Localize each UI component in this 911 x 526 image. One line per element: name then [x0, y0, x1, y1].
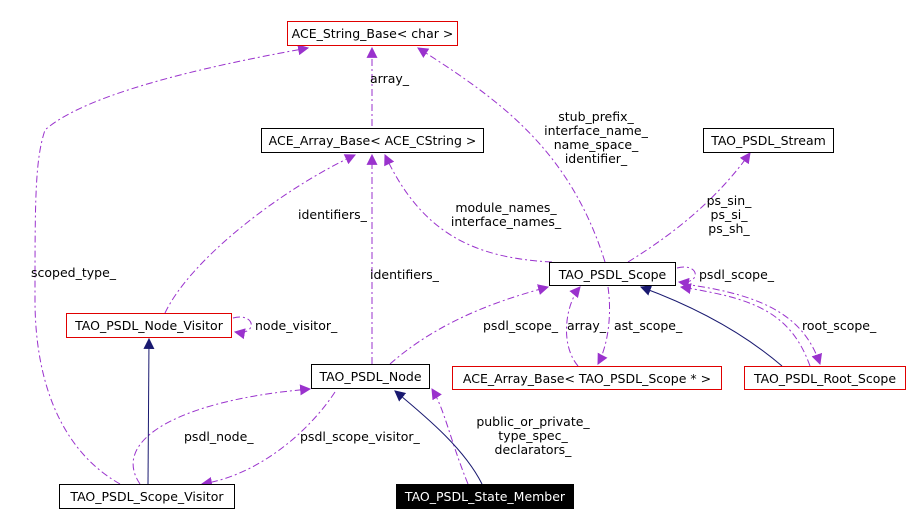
edge-scope-array-to-scope [566, 286, 581, 367]
node-ace-array-base-scope-ptr-label: ACE_Array_Base< TAO_PSDL_Scope * > [462, 370, 712, 386]
node-tao-psdl-state-member-label: TAO_PSDL_State_Member [404, 489, 566, 504]
label-type-spec: type_spec_ [498, 428, 568, 443]
label-scoped-type: scoped_type_ [31, 265, 117, 280]
label-stub-prefix: stub_prefix_ [558, 109, 634, 124]
label-state-member-fields-group: public_or_private_ type_spec_ declarator… [471, 415, 595, 457]
label-declarators: declarators_ [494, 442, 572, 457]
label-psdl-scope-self: psdl_scope_ [699, 267, 775, 282]
edge-node-visitor-to-cstring-array [164, 154, 356, 314]
inherit-root-scope-scope [639, 285, 783, 367]
edge-scope-to-cstring-array [384, 154, 553, 263]
label-node-visitor: node_visitor_ [255, 318, 338, 333]
node-tao-psdl-stream-label: TAO_PSDL_Stream [711, 133, 826, 148]
label-identifiers-mid: identifiers_ [370, 267, 439, 282]
edge-scope-to-stream [627, 152, 751, 263]
label-public-or-private: public_or_private_ [476, 414, 590, 429]
label-interface-name: interface_name_ [544, 123, 648, 138]
label-identifier: identifier_ [564, 151, 628, 166]
label-psdl-scope-visitor: psdl_scope_visitor_ [300, 429, 420, 444]
label-ps-sh: ps_sh_ [708, 221, 750, 236]
label-array: array_ [370, 71, 410, 86]
label-ast-scope: ast_scope_ [614, 318, 683, 333]
node-ace-string-base-label: ACE_String_Base< char > [291, 26, 454, 41]
node-tao-psdl-node-visitor-label: TAO_PSDL_Node_Visitor [75, 318, 223, 333]
node-tao-psdl-root-scope[interactable]: TAO_PSDL_Root_Scope [744, 366, 906, 390]
node-ace-string-base[interactable]: ACE_String_Base< char > [287, 21, 458, 46]
edge-scope-to-scope-array [597, 286, 611, 365]
node-tao-psdl-scope-visitor-label: TAO_PSDL_Scope_Visitor [70, 489, 224, 504]
node-tao-psdl-node-label: TAO_PSDL_Node [319, 369, 422, 384]
label-psdl-node: psdl_node_ [184, 429, 254, 444]
node-ace-array-base-cstring[interactable]: ACE_Array_Base< ACE_CString > [261, 128, 484, 153]
label-stub-prefix-group: stub_prefix_ interface_name_ name_space_… [538, 110, 654, 166]
inherit-state-member-node [394, 390, 483, 485]
edge-scope-self-loop [676, 266, 696, 289]
label-interface-names: interface_names_ [450, 214, 562, 229]
edge-node-to-scope [389, 284, 550, 365]
label-array-scope: array_ [567, 318, 607, 333]
label-ps-si: ps_si_ [710, 207, 748, 222]
label-identifiers-left: identifiers_ [298, 207, 367, 222]
node-tao-psdl-state-member[interactable]: TAO_PSDL_State_Member [396, 484, 574, 509]
label-name-space: name_space_ [553, 137, 639, 152]
node-tao-psdl-node[interactable]: TAO_PSDL_Node [311, 364, 430, 389]
edge-scope-to-root [682, 283, 823, 366]
inherit-scope-visitor-node-visitor [143, 337, 155, 485]
edge-node-visitor-self-loop [232, 316, 252, 340]
node-tao-psdl-scope-visitor[interactable]: TAO_PSDL_Scope_Visitor [59, 484, 235, 509]
label-module-names-group: module_names_ interface_names_ [448, 201, 564, 229]
node-tao-psdl-scope[interactable]: TAO_PSDL_Scope [549, 262, 676, 286]
edge-state-member-to-node [431, 388, 469, 485]
node-tao-psdl-node-visitor[interactable]: TAO_PSDL_Node_Visitor [66, 313, 232, 338]
label-module-names: module_names_ [455, 200, 557, 215]
node-tao-psdl-root-scope-label: TAO_PSDL_Root_Scope [753, 370, 897, 386]
label-root-scope: root_scope_ [802, 318, 877, 333]
edge-scope-visitor-to-node [132, 384, 312, 485]
edge-scope-visitor-to-string-base [34, 44, 310, 485]
label-ps-sin: ps_sin_ [706, 193, 752, 208]
node-tao-psdl-scope-label: TAO_PSDL_Scope [558, 266, 667, 282]
node-ace-array-base-scope-ptr[interactable]: ACE_Array_Base< TAO_PSDL_Scope * > [452, 366, 722, 390]
edge-scope-to-string-base [417, 47, 606, 263]
label-ps-streams-group: ps_sin_ ps_si_ ps_sh_ [700, 194, 758, 236]
label-psdl-scope-node: psdl_scope_ [483, 318, 559, 333]
node-ace-array-base-cstring-label: ACE_Array_Base< ACE_CString > [268, 133, 477, 148]
node-tao-psdl-stream[interactable]: TAO_PSDL_Stream [703, 128, 834, 153]
edge-root-to-scope [679, 283, 811, 367]
edge-node-to-scope-visitor [200, 391, 336, 488]
